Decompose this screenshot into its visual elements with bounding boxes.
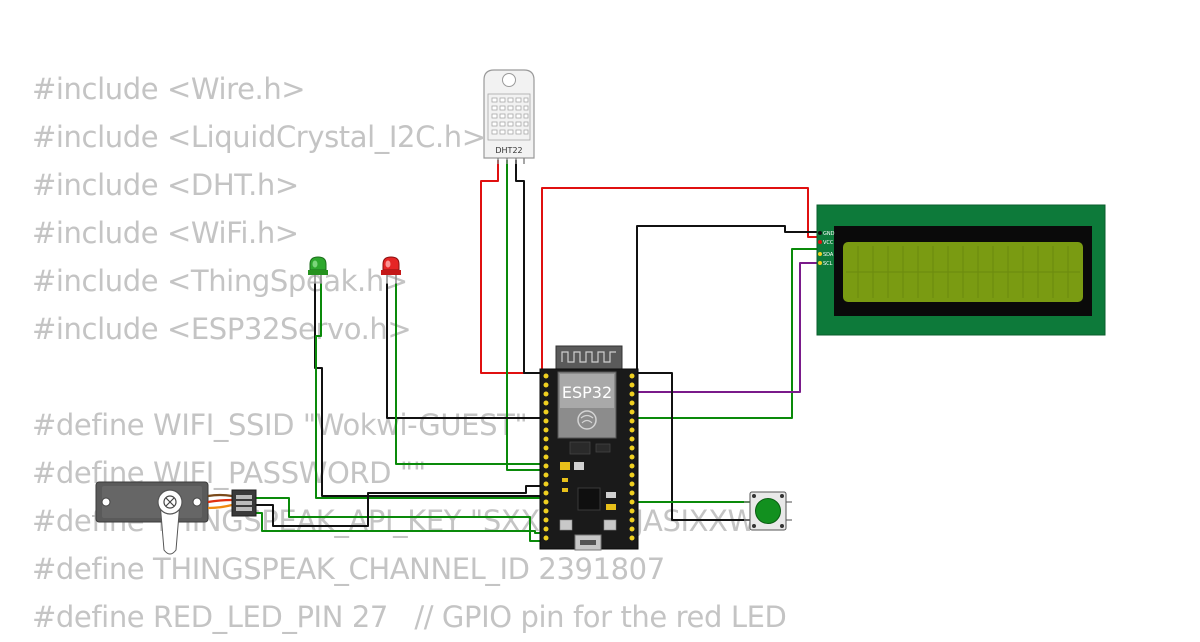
red-led[interactable]: [381, 256, 401, 284]
wire-green-led-anode[interactable]: [315, 283, 542, 499]
esp32-label: ESP32: [562, 383, 612, 402]
wire-servo-gnd[interactable]: [255, 485, 542, 527]
code-line: #include <LiquidCrystal_I2C.h>: [32, 120, 486, 154]
servo-motor[interactable]: [95, 481, 257, 555]
wire-lcd-vcc[interactable]: [541, 187, 818, 374]
wire-dht-vcc[interactable]: [480, 160, 542, 374]
push-button[interactable]: [744, 491, 792, 531]
lcd-pin-scl-label: SCL: [823, 261, 833, 267]
antenna-trace-icon: [561, 351, 616, 363]
code-line: #define WIFI_SSID "Wokwi-GUEST": [32, 408, 528, 442]
wires: [255, 160, 818, 542]
wire-servo-vcc[interactable]: [255, 512, 542, 534]
dht22-sensor[interactable]: DHT22: [483, 69, 535, 164]
wire-red-led-gnd[interactable]: [386, 283, 542, 419]
wire-button-gnd[interactable]: [637, 372, 754, 521]
lcd-pin-sda-label: SDA: [823, 252, 834, 258]
code-line: #include <DHT.h>: [32, 168, 299, 202]
wire-dht-data[interactable]: [506, 160, 542, 471]
button-cap[interactable]: [755, 498, 781, 524]
code-background: #include <Wire.h> #include <LiquidCrysta…: [32, 66, 787, 642]
green-led[interactable]: [308, 256, 328, 284]
servo-screw-icon: [165, 497, 175, 507]
wire-lcd-scl[interactable]: [637, 262, 818, 393]
lcd-pin-vcc-label: VCC: [823, 240, 834, 246]
dht22-label: DHT22: [495, 146, 522, 155]
code-line: #include <ESP32Servo.h>: [32, 312, 412, 346]
lcd-pin-gnd-label: GND: [823, 231, 835, 237]
code-line: #define WIFI_PASSWORD "": [32, 456, 426, 490]
code-line: #define RED_LED_PIN 27 // GPIO pin for t…: [32, 600, 787, 634]
wire-lcd-gnd[interactable]: [636, 225, 818, 375]
esp32-board[interactable]: ESP32: [539, 345, 639, 551]
code-line: #include <WiFi.h>: [32, 216, 299, 250]
wire-servo-signal[interactable]: [255, 497, 542, 542]
code-line: #include <Wire.h>: [32, 72, 306, 106]
code-line: #define THINGSPEAK_CHANNEL_ID 2391807: [32, 552, 665, 586]
code-line: #include <ThingSpeak.h>: [32, 264, 408, 298]
servo-horn[interactable]: [159, 501, 181, 555]
wire-dht-gnd[interactable]: [515, 160, 542, 374]
wire-lcd-sda[interactable]: [637, 248, 818, 419]
wire-red-led-anode[interactable]: [395, 283, 542, 465]
lcd-display[interactable]: GND VCC SDA SCL: [816, 204, 1106, 336]
